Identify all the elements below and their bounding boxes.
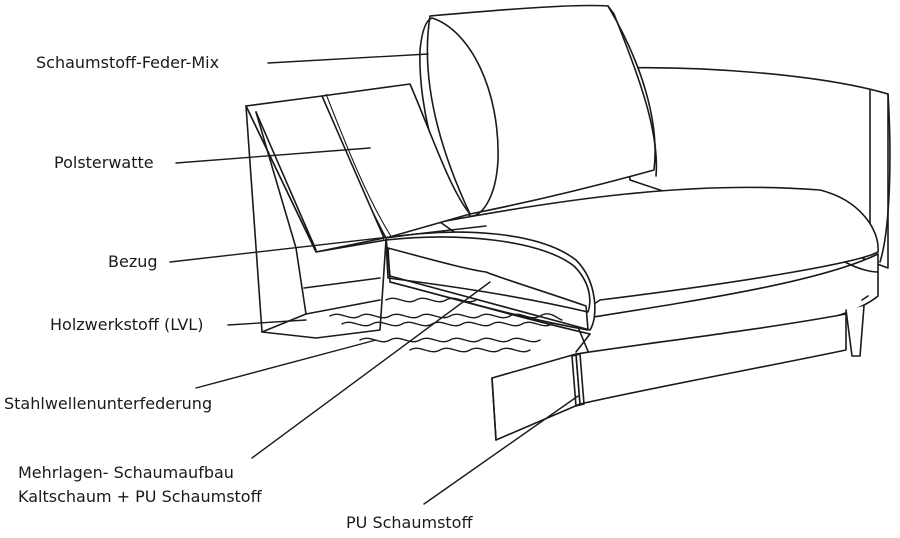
leader-cover: [169, 225, 487, 263]
label-pu-foam: PU Schaumstoff: [346, 513, 473, 532]
leader-multilayer: [251, 281, 491, 459]
leader-lines: [169, 53, 579, 505]
front-rail: [491, 313, 847, 441]
leader-wadding: [175, 147, 371, 164]
leader-pu-foam: [423, 395, 579, 505]
label-multilayer-line2: Kaltschaum + PU Schaumstoff: [18, 487, 263, 506]
left-armrest-frame: [245, 95, 387, 339]
leader-lvl: [227, 319, 307, 326]
wave-springs: [329, 297, 563, 353]
label-lvl: Holzwerkstoff (LVL): [50, 315, 203, 334]
label-feather-mix: Schaumstoff-Feder-Mix: [36, 53, 219, 72]
label-multilayer-line1: Mehrlagen- Schaumaufbau: [18, 463, 234, 482]
callout-labels: Schaumstoff-Feder-Mix Polsterwatte Bezug…: [4, 53, 473, 532]
label-springs: Stahlwellenunterfederung: [4, 394, 212, 413]
label-wadding: Polsterwatte: [54, 153, 154, 172]
leader-feather-mix: [267, 53, 429, 64]
seat-cushion-cutaway: [385, 231, 596, 353]
label-cover: Bezug: [108, 252, 158, 271]
leader-springs: [195, 339, 377, 389]
back-cushion: [419, 4, 658, 217]
